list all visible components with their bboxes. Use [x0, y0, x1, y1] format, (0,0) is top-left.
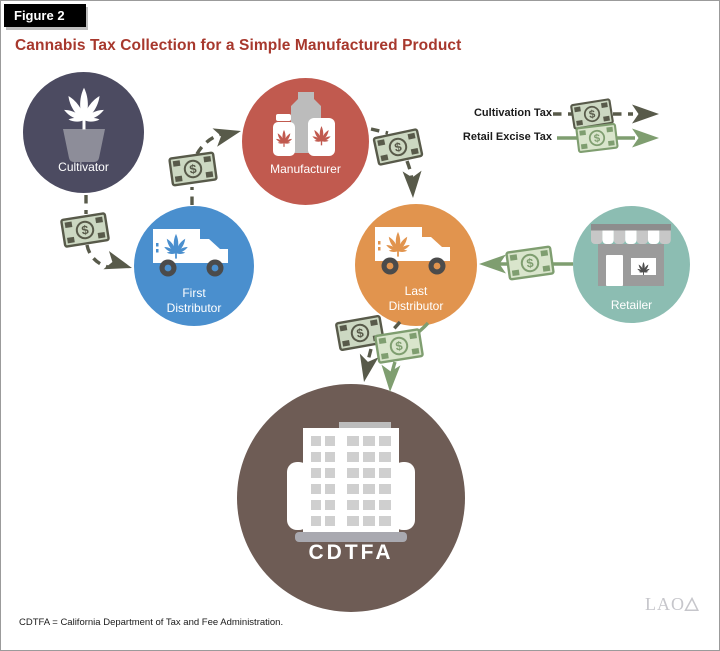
node-cultivator: Cultivator: [23, 72, 144, 193]
footnote: CDTFA = California Department of Tax and…: [19, 617, 284, 628]
node-last-distributor: Last Distributor: [355, 204, 477, 326]
cannabis-product-jars-icon: [273, 92, 335, 156]
flow-first-distributor-to-manufacturer: [168, 121, 244, 205]
node-retailer: Retailer: [573, 206, 690, 323]
storefront-icon: [591, 224, 671, 286]
flow-cultivator-to-first-distributor: [59, 195, 135, 278]
node-label-line: Last: [404, 284, 428, 298]
figure-title: Cannabis Tax Collection for a Simple Man…: [15, 37, 462, 54]
node-manufacturer: Manufacturer: [242, 78, 369, 205]
node-label: Manufacturer: [270, 162, 341, 176]
lao-triangle-icon: [684, 597, 699, 612]
government-building-icon: [287, 422, 415, 542]
node-label: Cultivator: [58, 160, 109, 174]
node-label: Retailer: [610, 298, 653, 312]
legend-retail-excise-arrow: [557, 122, 659, 154]
flow-manufacturer-to-last-distributor: [370, 127, 424, 199]
legend-cultivation-arrow: [553, 98, 659, 130]
node-label: CDTFA: [308, 541, 394, 564]
legend-cultivation-tax-label: Cultivation Tax: [473, 107, 552, 119]
node-label-line: First: [182, 286, 206, 300]
delivery-truck-icon: [153, 229, 228, 277]
flow-last-distributor-to-cdtfa-retail-excise: [373, 321, 430, 393]
lao-logo: LAO: [645, 594, 699, 615]
delivery-truck-icon: [375, 227, 450, 275]
node-label-line: Distributor: [166, 301, 222, 315]
node-label: First Distributor: [134, 286, 254, 316]
flow-last-distributor-to-cdtfa-cultivation: [334, 314, 402, 384]
lao-logo-text: LAO: [645, 594, 685, 614]
node-first-distributor: First Distributor: [134, 206, 254, 326]
figure-label: Figure 2: [4, 4, 86, 27]
node-label-line: Distributor: [388, 299, 444, 313]
node-cdtfa: CDTFA: [237, 384, 465, 612]
legend-retail-excise-tax-label: Retail Excise Tax: [462, 131, 552, 143]
flow-retailer-to-last-distributor: [479, 245, 573, 281]
node-label: Last Distributor: [355, 284, 477, 314]
cannabis-plant-in-pot-icon: [23, 72, 144, 162]
